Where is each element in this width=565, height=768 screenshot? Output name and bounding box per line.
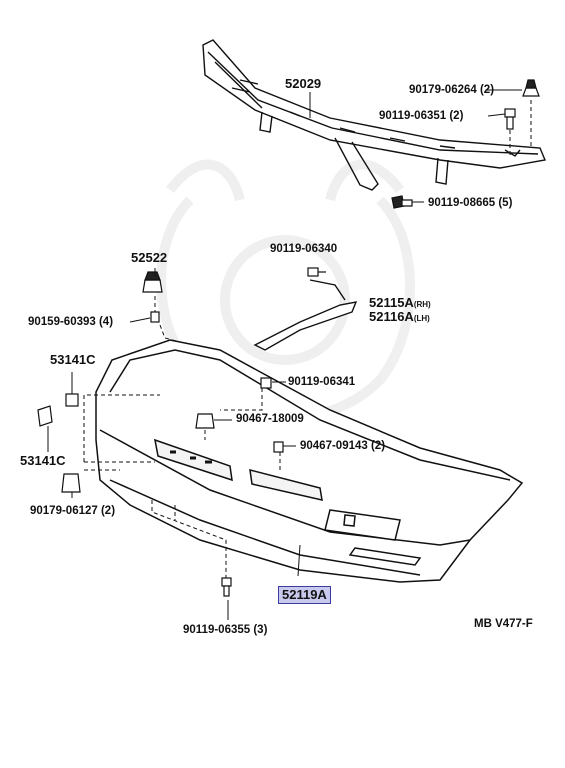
label-52029[interactable]: 52029 [285, 76, 322, 91]
bolt-90119-06355 [221, 577, 232, 597]
dash-line-upper [509, 100, 532, 155]
diagram-code: MB V477-F [474, 618, 533, 630]
label-52119A[interactable]: 52119A [278, 586, 331, 604]
label-90119-06340[interactable]: 90119-06340 [270, 243, 338, 255]
label-90179-06264[interactable]: 90179-06264 (2) [409, 84, 495, 96]
label-90119-06341[interactable]: 90119-06341 [288, 376, 356, 388]
label-90159-60393[interactable]: 90159-60393 (4) [28, 316, 114, 328]
bolt-90119-08665 [391, 195, 413, 209]
retainer-52115A [253, 279, 358, 351]
clip-90467-18009 [195, 413, 215, 429]
label-52116A-suffix: (LH) [413, 314, 430, 323]
label-90179-06127[interactable]: 90179-06127 (2) [30, 505, 116, 517]
dash-lines [83, 296, 281, 578]
clip-90179-06264 [522, 79, 540, 97]
screw-90159-60393 [150, 311, 160, 323]
bolt-90119-06351 [504, 108, 516, 130]
bolt-90119-06341 [260, 377, 272, 389]
nut-90179-06127 [61, 473, 81, 493]
label-52115A-suffix: (RH) [413, 300, 431, 309]
label-90119-06355[interactable]: 90119-06355 (3) [183, 624, 268, 636]
clip-90467-09143 [273, 441, 284, 453]
label-53141C-top[interactable]: 53141C [50, 352, 96, 367]
label-53141C-bottom[interactable]: 53141C [20, 453, 66, 468]
clip-53141C [37, 393, 79, 427]
bumper-reinforcement [202, 39, 546, 191]
bolt-90119-06340 [307, 267, 326, 277]
label-90467-18009[interactable]: 90467-18009 [236, 413, 304, 425]
label-90467-09143[interactable]: 90467-09143 (2) [300, 440, 386, 452]
label-52115A[interactable]: 52115A(RH) [369, 296, 431, 312]
label-90119-08665[interactable]: 90119-08665 (5) [428, 197, 513, 209]
label-52116A-number: 52116A [369, 309, 414, 324]
bumper-cover [95, 339, 524, 583]
leader-lines [47, 89, 522, 620]
label-52116A[interactable]: 52116A(LH) [369, 310, 430, 326]
label-90119-06351[interactable]: 90119-06351 (2) [379, 110, 464, 122]
clip-52522 [142, 271, 163, 293]
label-52522[interactable]: 52522 [131, 250, 168, 265]
label-52115A-number: 52115A [369, 295, 414, 310]
